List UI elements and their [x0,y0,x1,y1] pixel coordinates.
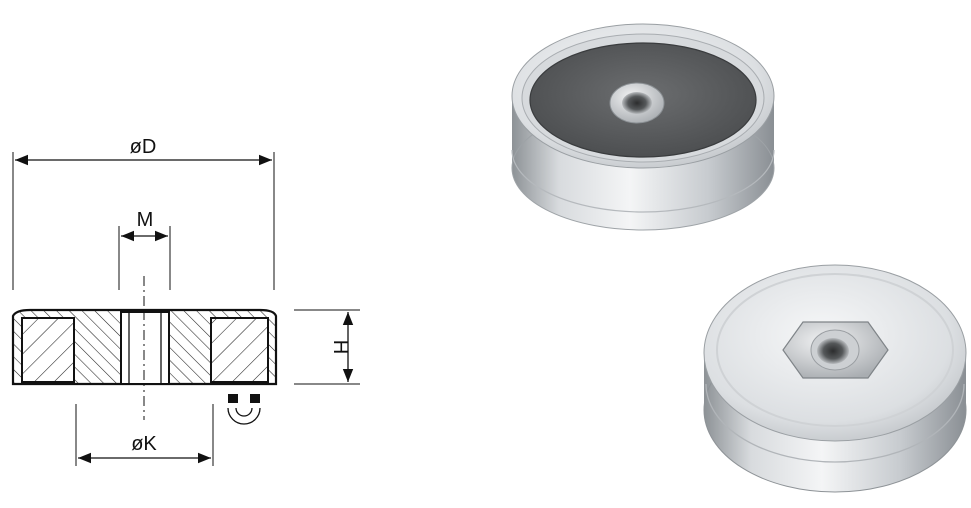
thread-label: M [137,209,154,231]
technical-drawing: øD M H øK [11,136,360,466]
magnet-face-photo [511,23,775,231]
height-label: H [329,340,351,354]
inner-diameter-label: øK [131,433,157,455]
pot-magnet-symbol-icon [227,394,261,425]
outer-diameter-label: øD [130,136,157,158]
threaded-bore [120,311,170,385]
magnet-back-photo [703,264,967,493]
